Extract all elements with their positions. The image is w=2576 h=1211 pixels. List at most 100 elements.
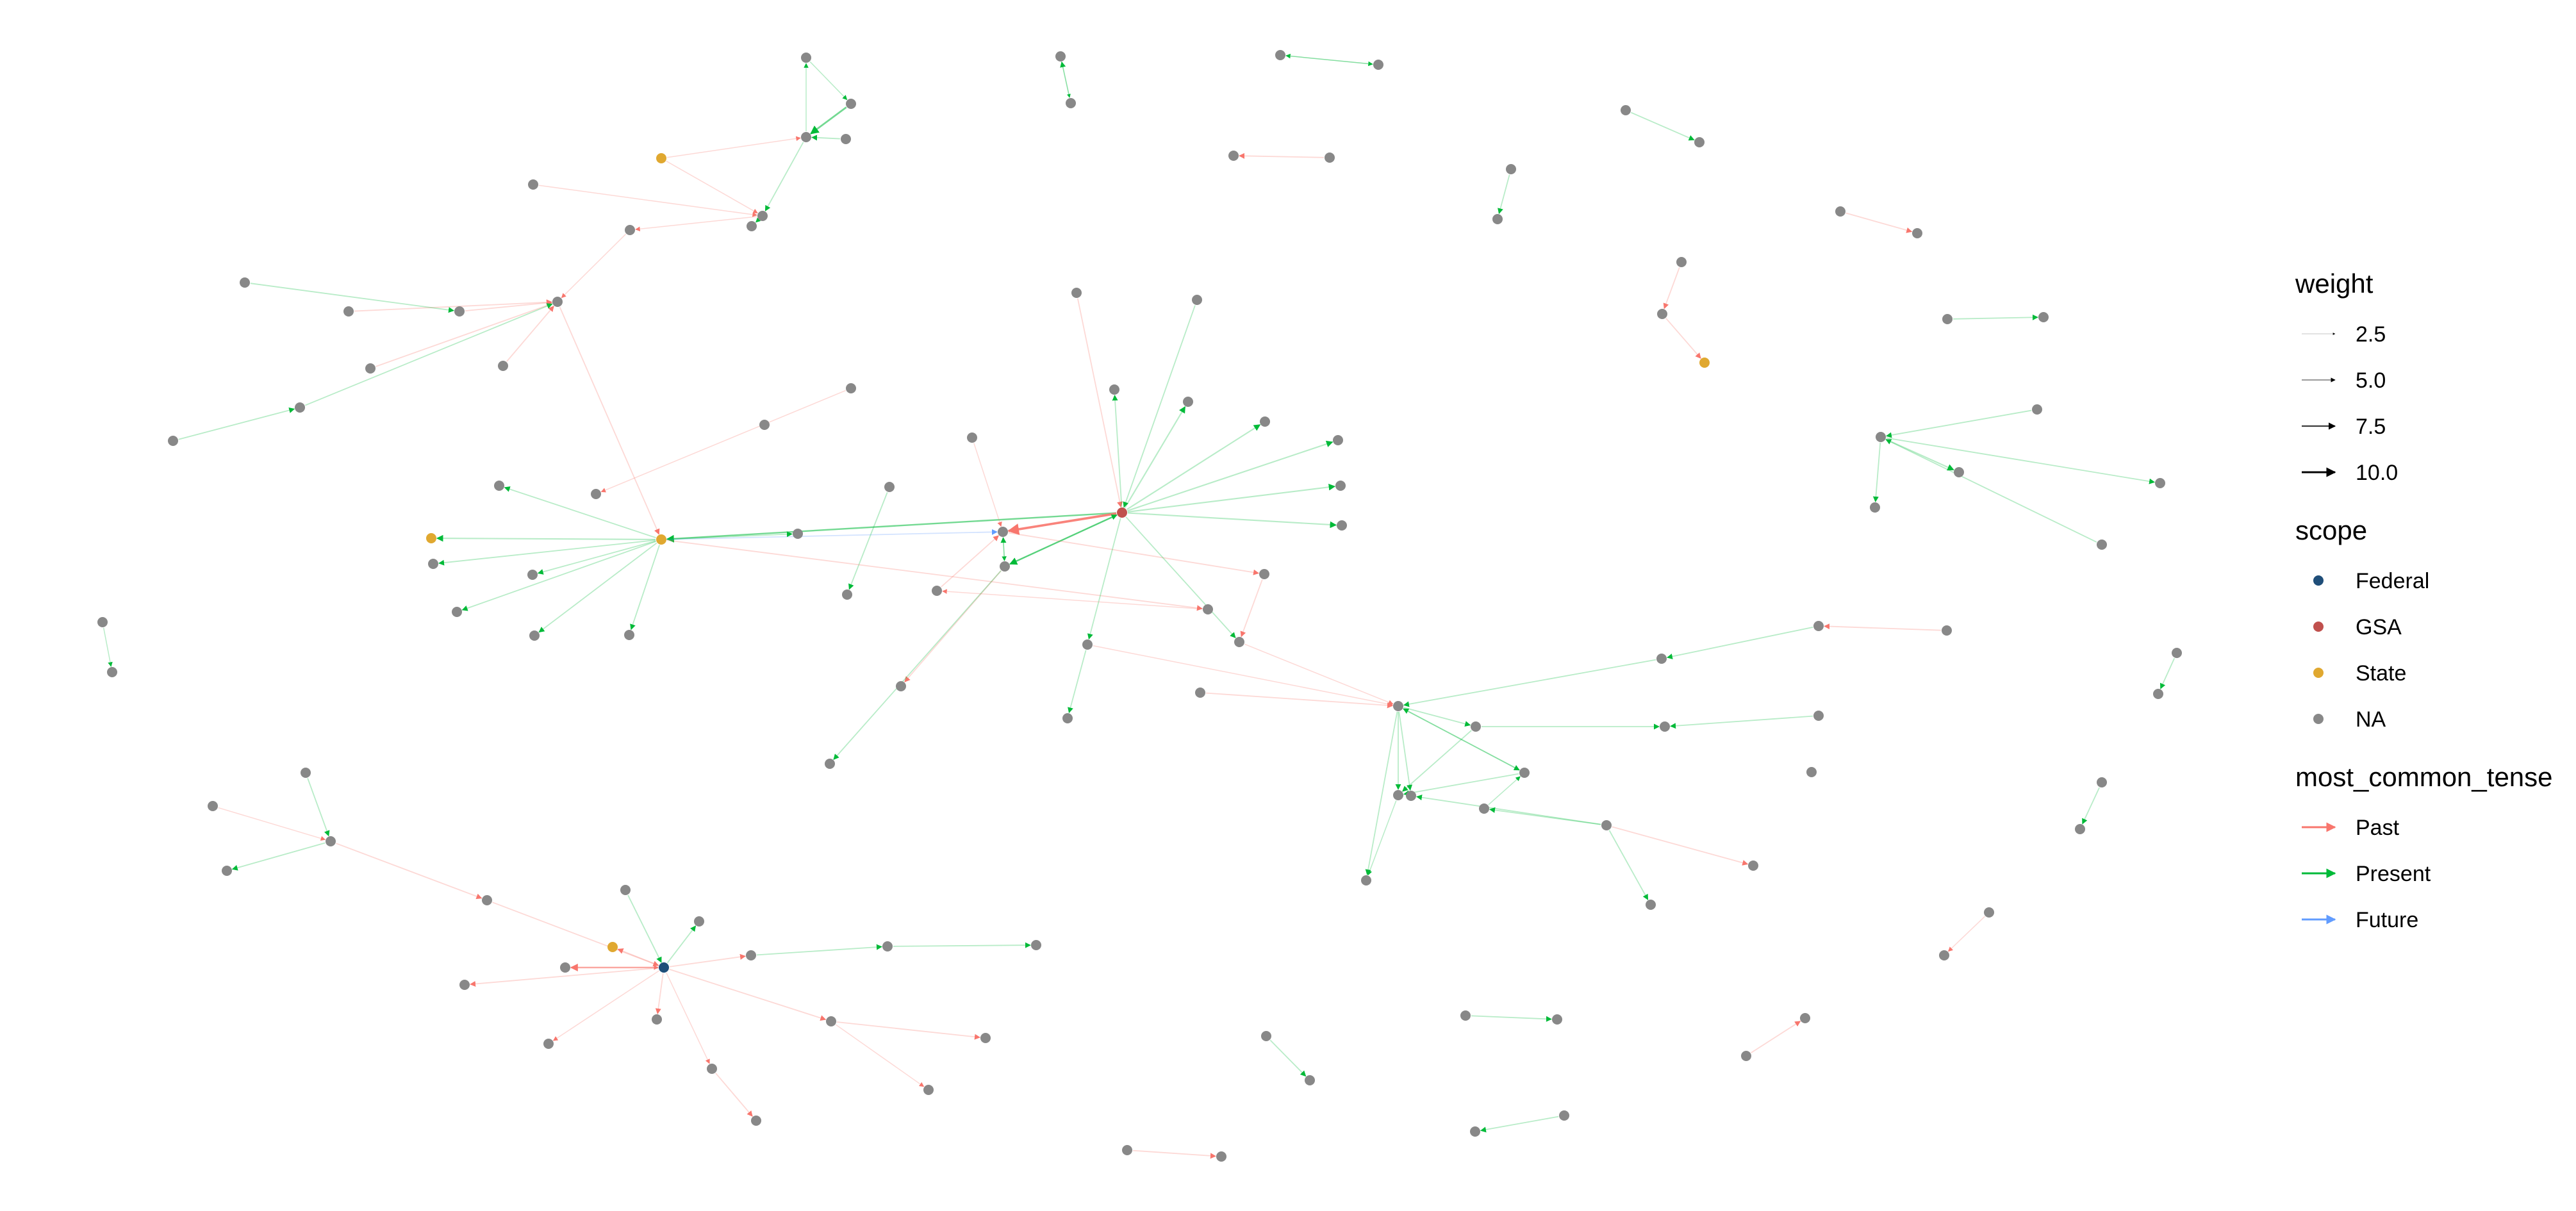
graph-node [1912,228,1922,238]
graph-edge [1608,830,1649,900]
graph-node [1519,768,1530,778]
graph-node [543,1039,554,1049]
graph-edge [1403,659,1656,707]
graph-node [967,432,977,443]
graph-node [1699,358,1710,368]
graph-node [494,481,504,491]
graph-edge [1007,512,1117,535]
graph-edge [669,968,827,1021]
graph-edge [1489,807,1601,825]
graph-node [759,420,770,430]
graph-node [1031,940,1041,950]
graph-edge [2081,787,2101,825]
graph-edge [1403,707,1471,727]
graph-node [459,980,470,990]
graph-edge [669,953,746,968]
graph-edge [1824,623,1942,631]
graph-edge [1666,626,1813,659]
graph-node [240,277,250,288]
graph-node [1228,151,1239,161]
legend-scope-label: Federal [2356,569,2429,593]
graph-node [656,153,666,163]
graph-edge [538,185,757,217]
graph-edge [178,407,295,440]
graph-node [1656,654,1667,664]
graph-edge [666,529,998,540]
graph-node [208,801,218,811]
graph-node [454,306,465,317]
graph-edge [1751,1021,1801,1053]
legend-weight-items: 2.55.07.510.0 [2302,322,2398,485]
graph-edge [715,1073,753,1117]
legend-scope-dot [2313,622,2324,632]
graph-edge [506,306,554,362]
graph-edge [1953,314,2038,320]
graph-node [801,53,811,63]
graph-edge [1403,708,1520,771]
graph-node [652,1014,662,1025]
graph-node [1460,1010,1471,1021]
graph-node [1813,711,1824,721]
graph-node [1621,105,1631,115]
graph-node [607,942,618,952]
graph-edge [537,540,656,575]
graph-edge [666,972,710,1064]
legend-scope-label: GSA [2356,615,2402,639]
graph-node [1373,60,1383,70]
graph-node [2153,689,2163,699]
graph-edge [655,973,664,1014]
graph-node [1062,713,1073,723]
graph-node [428,559,438,569]
legend-weight-title: weight [2295,268,2374,299]
graph-edge [666,136,801,158]
graph-edge [941,535,999,588]
graph-edge [1124,406,1186,508]
graph-edge [2159,657,2176,689]
graph-node [1234,637,1244,647]
graph-edge [304,303,553,406]
graph-edge [1285,55,1373,67]
graph-node [1071,288,1082,298]
graph-node [1939,950,1949,960]
graph-edge [1060,61,1070,98]
graph-node [326,836,336,846]
graph-node [1393,790,1403,800]
graph-node [2032,404,2042,415]
graph-edge [231,842,326,871]
graph-edge [1670,715,1813,729]
graph-edge [1612,826,1749,866]
legend-weight-label: 7.5 [2356,415,2386,439]
graph-edge [666,512,1117,543]
graph-edge [1123,305,1196,508]
graph-node [1109,384,1119,395]
legend-scope-label: State [2356,661,2406,686]
graph-node [1870,502,1880,513]
graph-edge [1269,1039,1307,1077]
graph-edge [1009,514,1118,565]
graph-edge [1665,318,1701,359]
graph-edge [666,540,1203,611]
graph-edge [492,902,659,967]
graph-node [1216,1151,1226,1162]
graph-node [1835,206,1845,217]
graph-edge [1127,484,1336,513]
graph-node [625,225,635,235]
graph-node [1506,164,1516,174]
graph-node [1195,688,1205,698]
legend-tense-label: Past [2356,816,2400,840]
legend-tense-label: Future [2356,908,2418,932]
legend-scope-label: NA [2356,707,2386,732]
graph-node [1694,137,1705,147]
graph-edges [103,53,2176,1159]
graph-edge [1112,395,1123,507]
legend-weight-label: 2.5 [2356,322,2386,347]
graph-edge [376,302,553,367]
graph-node [1203,604,1213,614]
graph-node [1748,861,1758,871]
graph-edge [1488,776,1521,805]
graph-node [1492,214,1503,224]
graph-node [656,534,666,545]
graph-node [426,533,436,543]
graph-node [1942,625,1952,636]
